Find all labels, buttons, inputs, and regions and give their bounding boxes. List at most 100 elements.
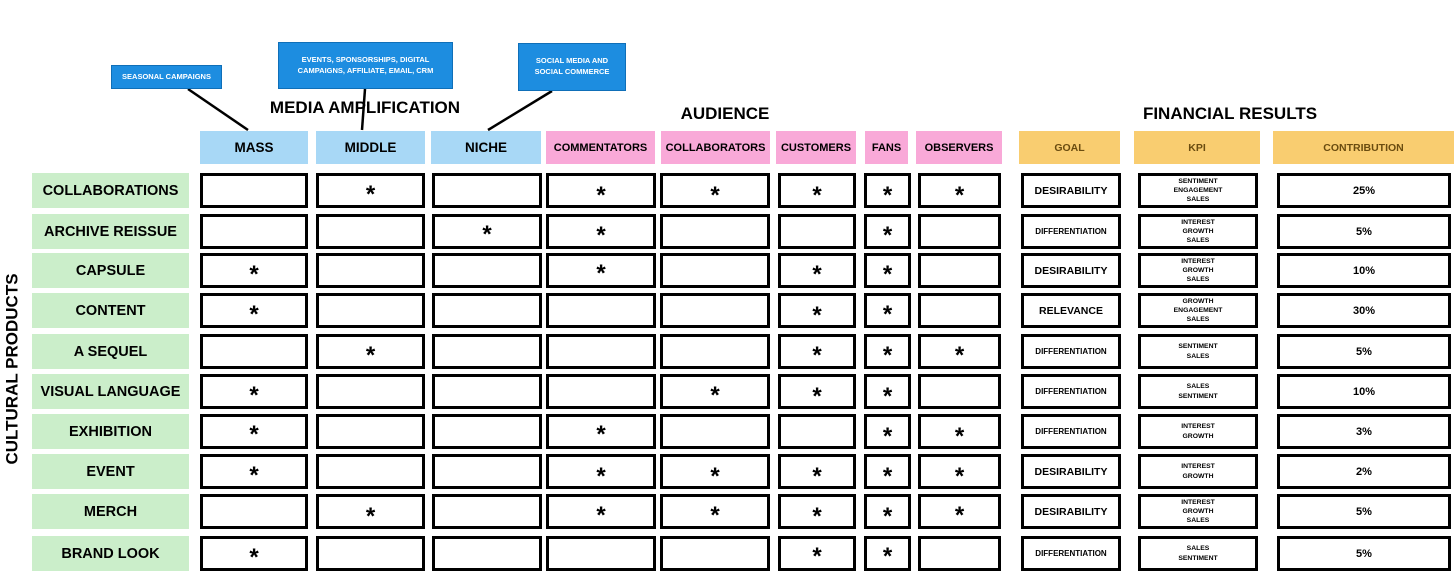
matrix-cell (432, 454, 542, 489)
section-title-financial: FINANCIAL RESULTS (1142, 104, 1318, 123)
matrix-cell: * (918, 454, 1001, 489)
matrix-cell: * (200, 253, 308, 288)
contribution-cell: 5% (1277, 494, 1451, 529)
matrix-cell (546, 374, 656, 409)
column-header-collaborators: COLLABORATORS (661, 131, 770, 164)
star-mark: * (596, 421, 606, 448)
star-mark: * (710, 502, 720, 529)
star-mark: * (249, 301, 259, 328)
star-mark: * (596, 182, 606, 209)
matrix-cell (200, 334, 308, 369)
star-mark: * (365, 181, 376, 208)
contribution-value: 10% (1352, 385, 1376, 398)
star-mark: * (882, 261, 893, 288)
matrix-cell: * (918, 334, 1001, 369)
contribution-value: 5% (1356, 505, 1372, 518)
connector-seasonal (187, 87, 249, 132)
matrix-cell: * (864, 414, 911, 449)
row-label: ARCHIVE REISSUE (32, 214, 189, 249)
kpi-item: GROWTH (1182, 472, 1214, 480)
star-mark: * (710, 382, 720, 409)
column-header-customers: CUSTOMERS (776, 131, 856, 164)
column-header-middle: MIDDLE (316, 131, 425, 164)
matrix-cell: * (864, 253, 911, 288)
star-mark: * (812, 462, 822, 490)
kpi-item: GROWTH (1182, 227, 1214, 235)
matrix-cell: * (200, 454, 308, 489)
matrix-cell (316, 374, 425, 409)
contribution-cell: 5% (1277, 334, 1451, 369)
matrix-cell: * (864, 293, 911, 328)
matrix-cell (918, 253, 1001, 288)
side-label: CULTURAL PRODUCTS (3, 273, 22, 465)
matrix-cell: * (864, 173, 911, 208)
star-mark: * (882, 182, 893, 209)
matrix-cell (316, 293, 425, 328)
goal-text: DIFFERENTIATION (1035, 347, 1107, 356)
goal-cell: DIFFERENTIATION (1021, 214, 1121, 249)
matrix-cell: * (864, 214, 911, 249)
star-mark: * (249, 260, 259, 288)
goal-text: DESIRABILITY (1034, 505, 1108, 518)
contribution-value: 5% (1356, 225, 1372, 238)
kpi-item: SALES (1186, 276, 1210, 284)
contribution-cell: 3% (1277, 414, 1451, 449)
matrix-cell: * (864, 374, 911, 409)
goal-cell: DESIRABILITY (1021, 454, 1121, 489)
goal-text: DESIRABILITY (1034, 264, 1108, 277)
goal-cell: DIFFERENTIATION (1021, 536, 1121, 571)
matrix-cell: * (660, 454, 770, 489)
kpi-item: SENTIMENT (1178, 392, 1218, 400)
column-header-commentators: COMMENTATORS (546, 131, 655, 164)
contribution-value: 3% (1356, 425, 1372, 438)
star-mark: * (249, 382, 259, 409)
kpi-item: GROWTH (1182, 297, 1214, 305)
row-label: COLLABORATIONS (32, 173, 189, 208)
callout-events-sponsorships: EVENTS, SPONSORSHIPS, DIGITAL CAMPAIGNS,… (278, 42, 453, 89)
goal-cell: DIFFERENTIATION (1021, 334, 1121, 369)
kpi-item: SENTIMENT (1178, 177, 1218, 185)
column-header-mass: MASS (200, 131, 308, 164)
kpi-item: SENTIMENT (1178, 554, 1218, 562)
matrix-cell (778, 214, 856, 249)
contribution-cell: 10% (1277, 374, 1451, 409)
matrix-cell: * (200, 414, 308, 449)
matrix-cell (918, 214, 1001, 249)
goal-text: DESIRABILITY (1034, 465, 1108, 478)
contribution-cell: 10% (1277, 253, 1451, 288)
goal-text: DIFFERENTIATION (1035, 427, 1107, 436)
star-mark: * (710, 462, 720, 490)
star-mark: * (882, 543, 893, 570)
column-header-observers: OBSERVERS (916, 131, 1002, 164)
matrix-cell: * (200, 536, 308, 571)
kpi-item: SALES (1186, 316, 1210, 324)
matrix-cell: * (778, 253, 856, 288)
kpi-item: SALES (1186, 545, 1210, 553)
contribution-cell: 30% (1277, 293, 1451, 328)
matrix-cell: * (432, 214, 542, 249)
matrix-cell: * (316, 173, 425, 208)
row-label: EXHIBITION (32, 414, 189, 449)
matrix-cell: * (660, 374, 770, 409)
kpi-item: GROWTH (1182, 507, 1214, 515)
matrix-cell: * (546, 214, 656, 249)
row-label: A SEQUEL (32, 334, 189, 369)
kpi-item: GROWTH (1182, 266, 1214, 274)
matrix-cell (660, 536, 770, 571)
star-mark: * (596, 502, 606, 529)
star-mark: * (812, 341, 822, 369)
matrix-cell: * (546, 414, 656, 449)
star-mark: * (882, 301, 893, 328)
kpi-item: INTEREST (1181, 463, 1215, 471)
